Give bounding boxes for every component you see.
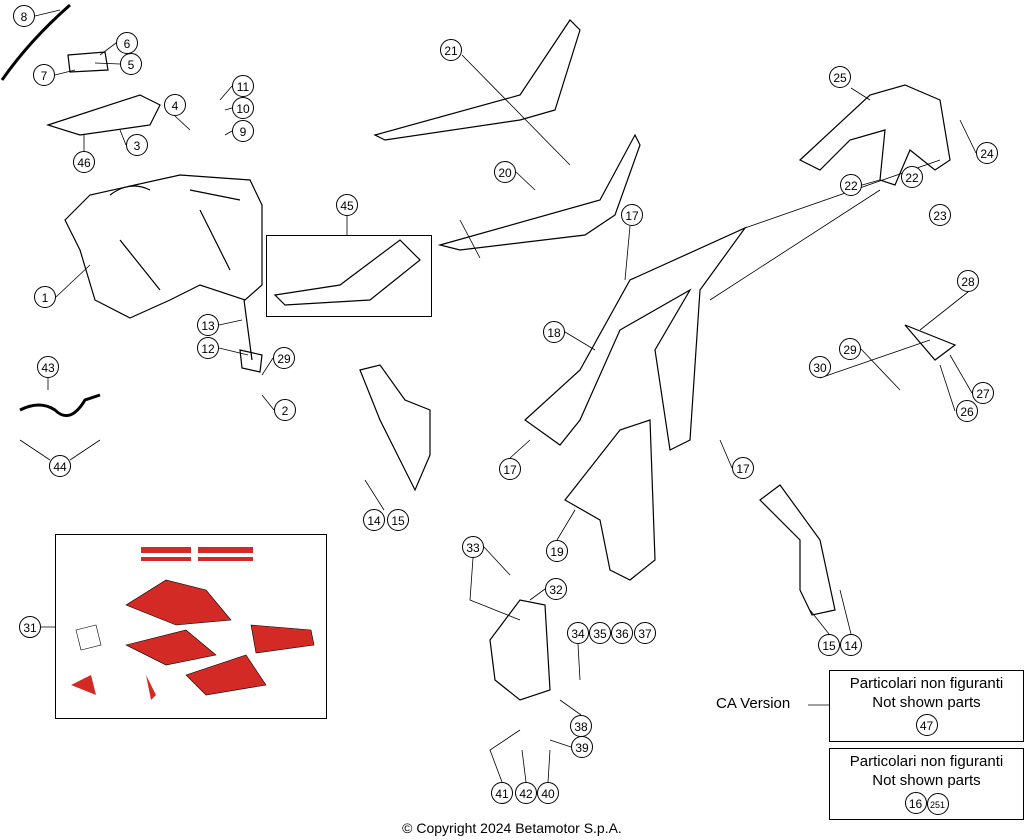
callout-part-36[interactable]: 36 <box>611 622 633 644</box>
callout-part-15[interactable]: 15 <box>387 509 409 531</box>
callout-part-6[interactable]: 6 <box>116 32 138 54</box>
callout-part[interactable]: 47 <box>915 714 938 736</box>
callout-part-4[interactable]: 4 <box>164 94 186 116</box>
callout-part[interactable]: 16 <box>904 792 927 814</box>
decal-kit-graphics <box>71 547 315 700</box>
callout-part-37[interactable]: 37 <box>634 622 656 644</box>
not-shown-parts-box-ca: Particolari non figuranti Not shown part… <box>829 670 1024 742</box>
callout-part-13[interactable]: 13 <box>197 314 219 336</box>
not-shown-line2: Not shown parts <box>872 772 981 789</box>
side-panel-18-part <box>524 226 747 451</box>
seat-cover-45-box <box>266 235 432 317</box>
callout-part-41[interactable]: 41 <box>491 782 513 804</box>
callout-part-14[interactable]: 14 <box>840 634 862 656</box>
seat-20-part <box>437 133 641 251</box>
number-plate-part <box>359 364 431 492</box>
tank-cap-part <box>67 51 109 73</box>
hose-43-part <box>19 393 101 418</box>
airbox-part <box>489 599 551 701</box>
callout-part-40[interactable]: 40 <box>537 782 559 804</box>
callout-part-46[interactable]: 46 <box>73 151 95 173</box>
callout-part-35[interactable]: 35 <box>589 622 611 644</box>
callout-part-45[interactable]: 45 <box>336 194 358 216</box>
callout-part-34[interactable]: 34 <box>567 622 589 644</box>
callout-part-30[interactable]: 30 <box>809 356 831 378</box>
side-panel-19-part <box>564 419 656 581</box>
breather-hose-part <box>0 3 71 81</box>
callout-part-9[interactable]: 9 <box>232 120 254 142</box>
callout-part-12[interactable]: 12 <box>197 337 219 359</box>
callout-part-22[interactable]: 22 <box>840 174 862 196</box>
callout-part[interactable]: 251 <box>926 793 949 815</box>
callout-part-11[interactable]: 11 <box>232 75 254 97</box>
callout-part-17[interactable]: 17 <box>499 458 521 480</box>
callout-part-23[interactable]: 23 <box>929 204 951 226</box>
callout-part-5[interactable]: 5 <box>120 53 142 75</box>
ca-version-label: CA Version <box>716 695 791 712</box>
callout-part-26[interactable]: 26 <box>956 400 978 422</box>
callout-part-8[interactable]: 8 <box>13 5 35 27</box>
callout-part-15[interactable]: 15 <box>818 634 840 656</box>
callout-part-28[interactable]: 28 <box>957 270 979 292</box>
callout-part-21[interactable]: 21 <box>440 39 462 61</box>
callout-part-33[interactable]: 33 <box>462 536 484 558</box>
fuel-tank-part <box>64 174 263 319</box>
callout-part-25[interactable]: 25 <box>829 66 851 88</box>
subframe-part <box>798 84 951 186</box>
callout-part-3[interactable]: 3 <box>126 134 148 156</box>
callout-part-43[interactable]: 43 <box>37 356 59 378</box>
callout-part-44[interactable]: 44 <box>49 455 71 477</box>
callout-part-17[interactable]: 17 <box>621 204 643 226</box>
callout-part-18[interactable]: 18 <box>543 321 565 343</box>
callout-part-14[interactable]: 14 <box>363 509 385 531</box>
callout-part-27[interactable]: 27 <box>972 382 994 404</box>
callout-part-38[interactable]: 38 <box>570 715 592 737</box>
callout-part-24[interactable]: 24 <box>976 142 998 164</box>
not-shown-parts-box: Particolari non figuranti Not shown part… <box>829 748 1024 820</box>
callout-part-17[interactable]: 17 <box>732 457 754 479</box>
callout-part-20[interactable]: 20 <box>494 161 516 183</box>
callout-part-29[interactable]: 29 <box>273 347 295 369</box>
callout-part-22[interactable]: 22 <box>901 166 923 188</box>
seat-21-part <box>373 19 581 141</box>
callout-part-10[interactable]: 10 <box>232 97 254 119</box>
callout-part-2[interactable]: 2 <box>274 399 296 421</box>
callout-part-7[interactable]: 7 <box>33 64 55 86</box>
frame-guard-part <box>759 484 836 616</box>
not-shown-line1: Particolari non figuranti <box>849 675 1004 692</box>
copyright-text: © Copyright 2024 Betamotor S.p.A. <box>402 820 622 836</box>
plate-27-part <box>904 324 957 361</box>
decal-kit-31-box <box>55 534 327 719</box>
not-shown-line1: Particolari non figuranti <box>849 753 1004 770</box>
callout-part-42[interactable]: 42 <box>515 782 537 804</box>
callout-part-1[interactable]: 1 <box>34 286 56 308</box>
callout-part-19[interactable]: 19 <box>546 540 568 562</box>
tank-cover-part <box>46 94 161 136</box>
callout-part-31[interactable]: 31 <box>19 616 41 638</box>
callout-part-32[interactable]: 32 <box>545 578 567 600</box>
callout-part-39[interactable]: 39 <box>571 736 593 758</box>
not-shown-line2: Not shown parts <box>872 694 981 711</box>
callout-part-29[interactable]: 29 <box>839 338 861 360</box>
